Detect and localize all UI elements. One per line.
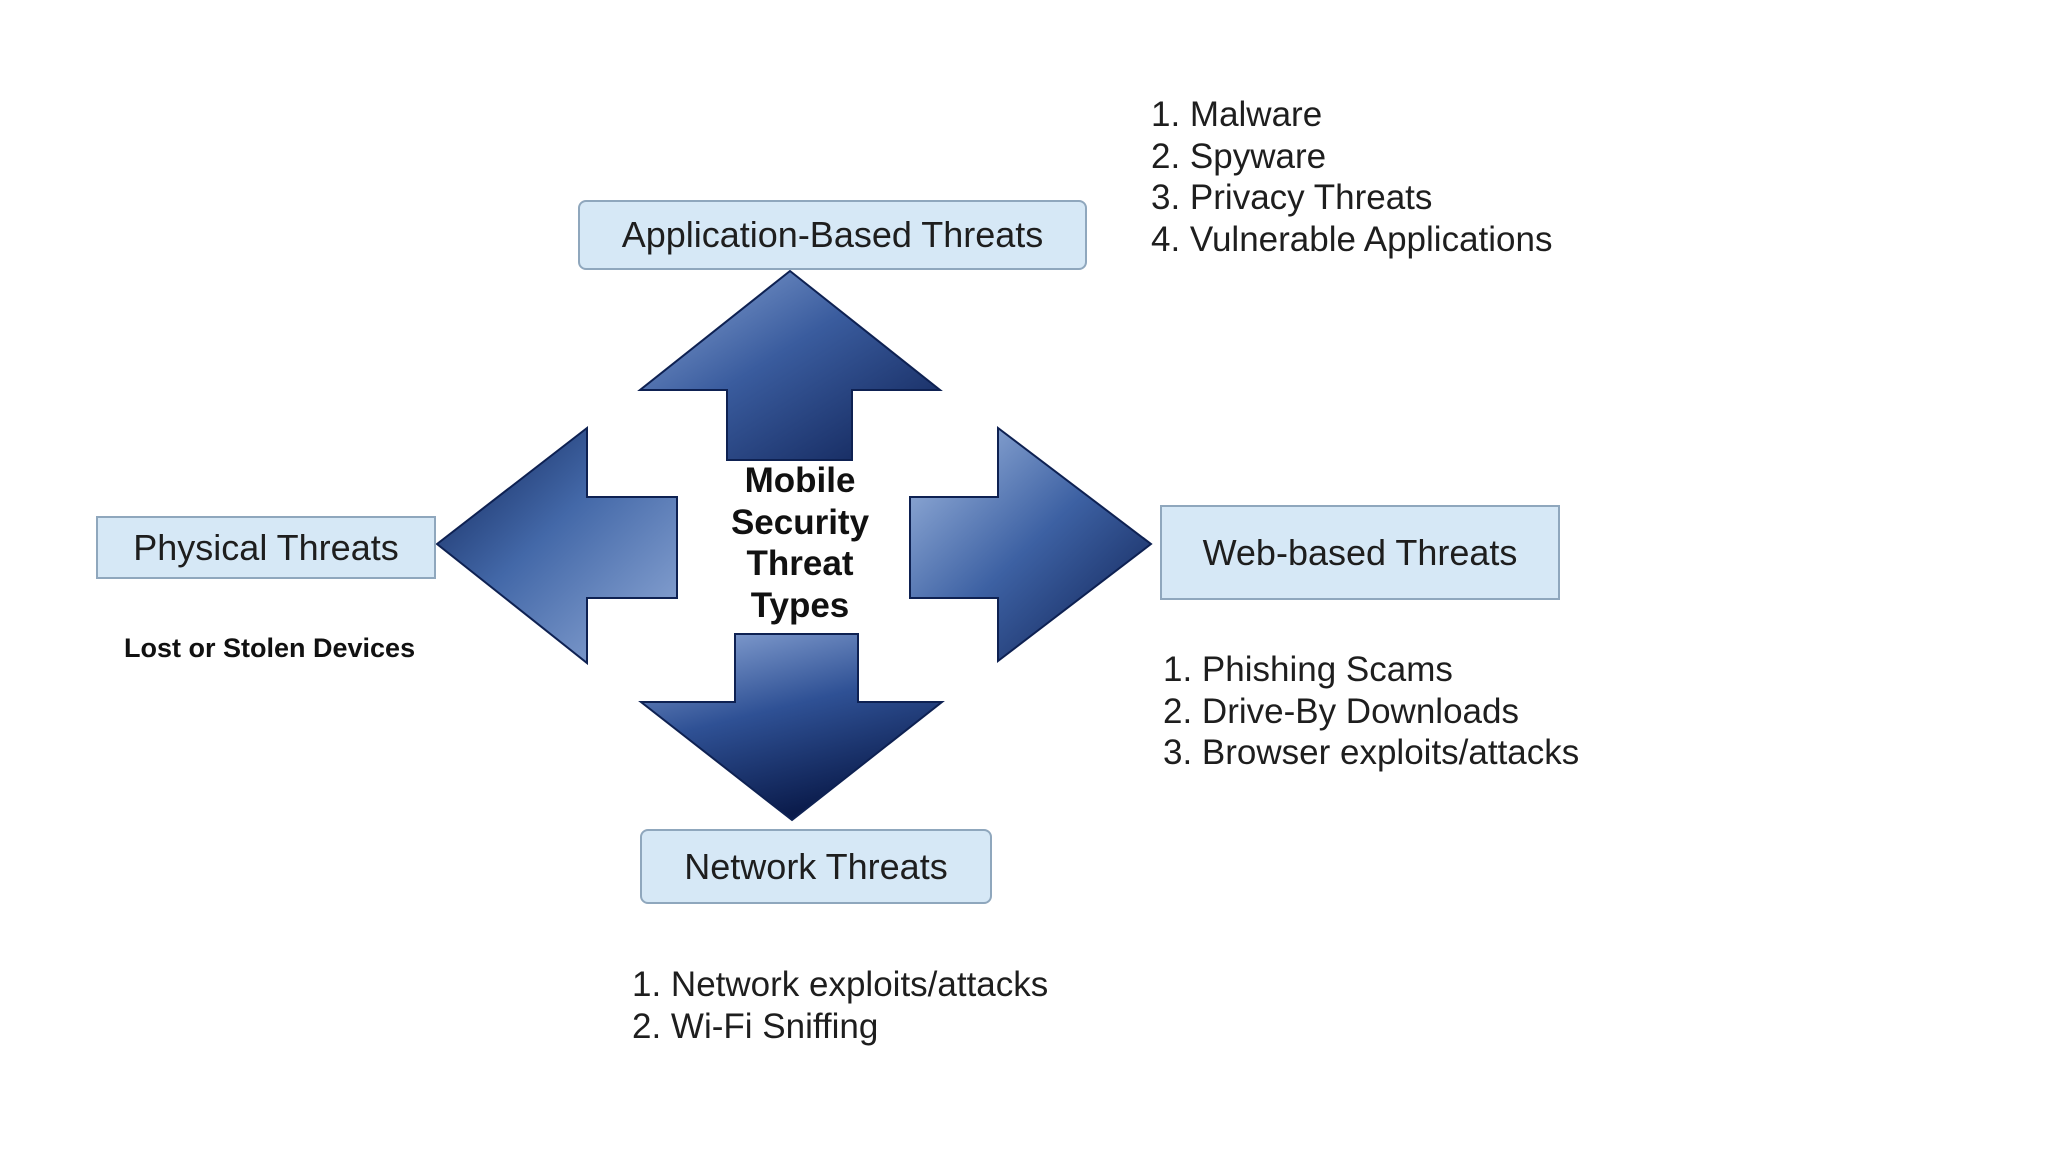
arrow-up: [637, 269, 943, 461]
network-threats-box: Network Threats: [640, 829, 992, 904]
list-item: 2. Drive-By Downloads: [1163, 691, 1519, 731]
list-item: 4. Vulnerable Applications: [1151, 219, 1553, 259]
physical-threats-note: Lost or Stolen Devices: [124, 633, 416, 663]
arrow-down: [638, 633, 945, 822]
application-threats-list: 1. Malware 2. Spyware 3. Privacy Threats…: [1151, 94, 1552, 260]
center-label-line: Types: [750, 585, 850, 625]
list-item: 1. Phishing Scams: [1163, 650, 1453, 689]
list-item: 2. Spyware: [1151, 136, 1327, 176]
center-label-line: Security: [730, 502, 870, 542]
network-threats-label: Network Threats: [684, 845, 948, 887]
center-label-line: Threat: [746, 544, 854, 583]
physical-threats-box: Physical Threats: [96, 516, 436, 579]
physical-threats-label: Physical Threats: [133, 526, 399, 568]
application-threats-label: Application-Based Threats: [621, 214, 1044, 255]
list-item: 3. Browser exploits/attacks: [1163, 733, 1580, 772]
center-label-line: Mobile: [744, 461, 856, 500]
web-threats-label: Web-based Threats: [1202, 531, 1518, 573]
list-item: 2. Wi-Fi Sniffing: [632, 1006, 879, 1046]
application-threats-box: Application-Based Threats: [578, 200, 1087, 270]
arrow-left: [435, 425, 678, 666]
list-item: 1. Network exploits/attacks: [632, 965, 1049, 1004]
network-threats-list: 1. Network exploits/attacks 2. Wi-Fi Sni…: [632, 964, 1048, 1047]
web-threats-list: 1. Phishing Scams 2. Drive-By Downloads …: [1163, 649, 1579, 774]
web-threats-box: Web-based Threats: [1160, 505, 1560, 600]
list-item: 1. Malware: [1151, 95, 1323, 134]
list-item: 3. Privacy Threats: [1151, 178, 1433, 217]
arrow-right: [909, 425, 1153, 664]
center-label: Mobile Security Threat Types: [700, 460, 900, 626]
